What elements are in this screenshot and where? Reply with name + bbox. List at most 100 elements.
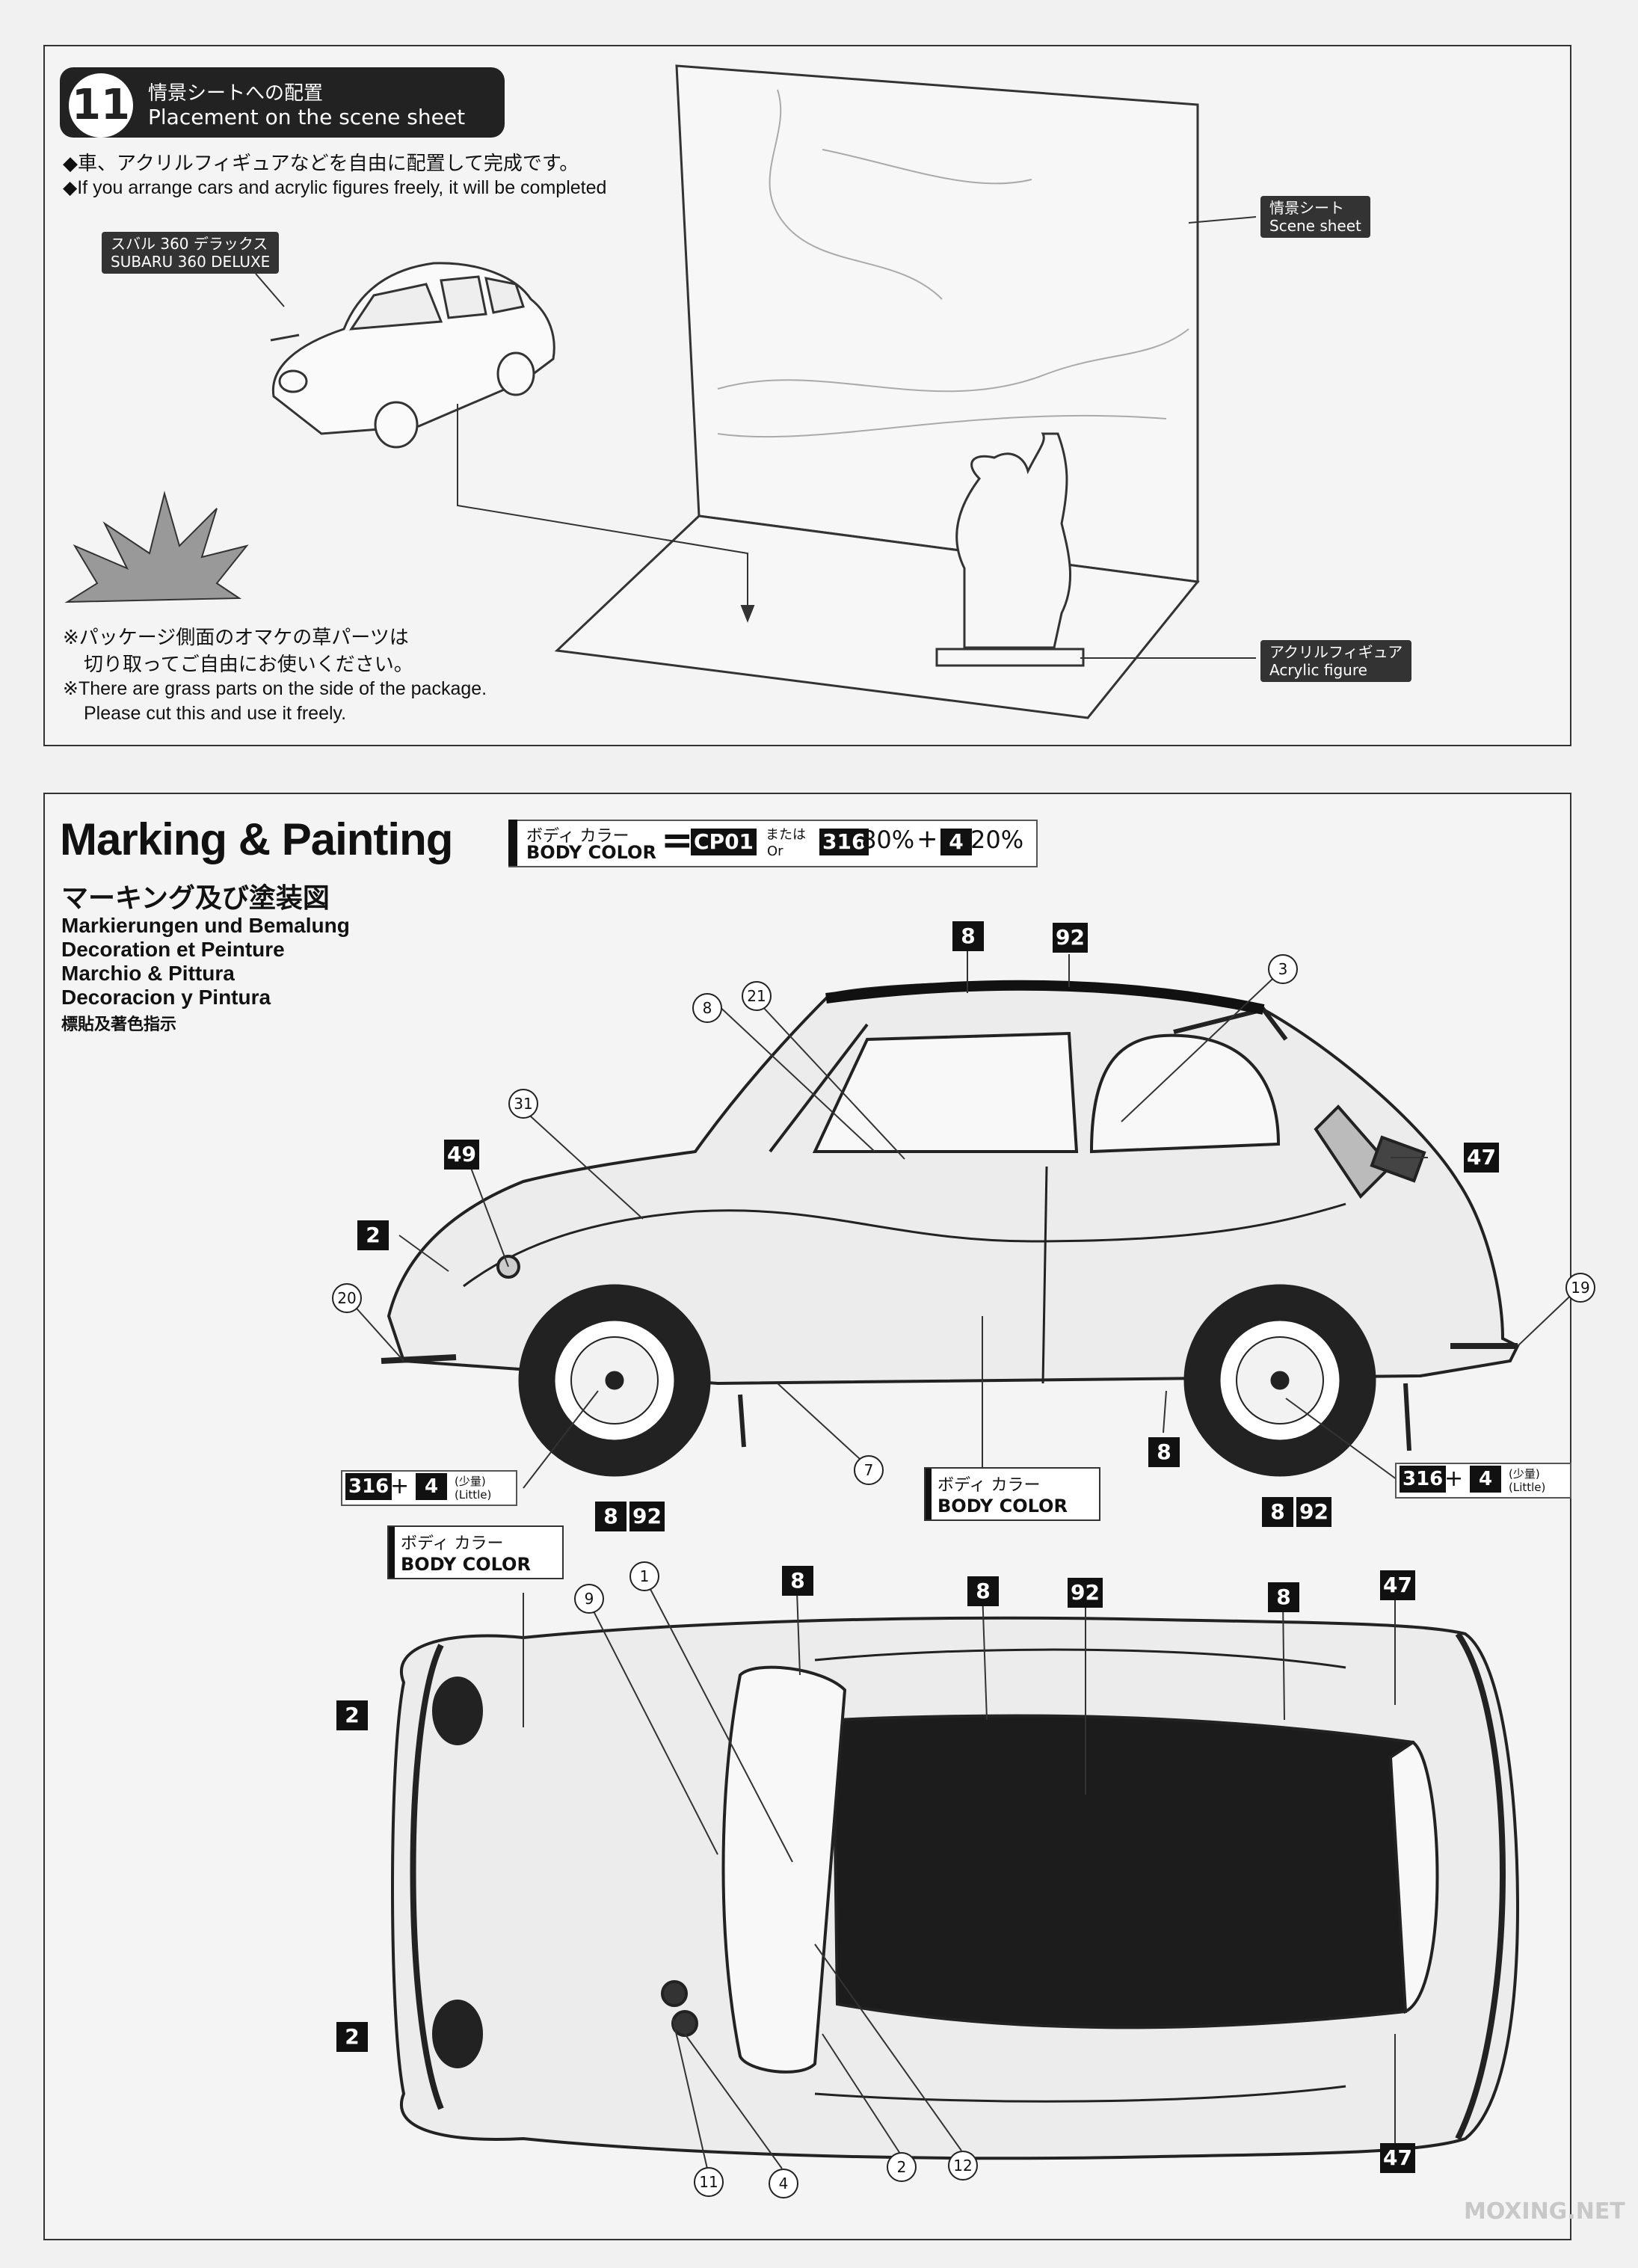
car-label-jp: スバル 360 デラックス <box>111 235 268 253</box>
callout-47-top-a: 47 <box>1380 1570 1415 1600</box>
legend-bar <box>508 820 517 866</box>
wheel-mix-rear: 316 + 4 (少量) (Little) <box>1395 1463 1571 1499</box>
car-label-en: SUBARU 360 DELUXE <box>111 253 271 271</box>
callout-19: 19 <box>1565 1273 1595 1303</box>
legend-body-color-en: BODY COLOR <box>526 842 656 863</box>
grass-note-en-2: Please cut this and use it freely. <box>84 703 347 724</box>
instruction-jp: ◆車、アクリルフィギュアなどを自由に配置して完成です。 <box>63 153 579 175</box>
wheel-rear-little-en: (Little) <box>1509 1481 1546 1494</box>
callout-leaders <box>351 951 1580 2169</box>
mini-car-illustration <box>270 262 555 449</box>
callout-92-roof: 92 <box>1053 923 1088 953</box>
acrylic-figure-en: Acrylic figure <box>1269 661 1367 679</box>
marking-title-it: Marchio & Pittura <box>61 962 235 985</box>
body-color-top-en: BODY COLOR <box>401 1554 531 1575</box>
side-rear-wheel <box>1183 1284 1376 1477</box>
callout-92-rear-wheel: 92 <box>1296 1497 1331 1527</box>
wheel-front-plus: + <box>390 1473 410 1499</box>
paint-4-pct: 20% <box>970 826 1024 854</box>
paint-316-swatch: 316 <box>819 829 869 855</box>
callout-31: 31 <box>508 1089 538 1119</box>
callout-8-sill: 8 <box>1148 1437 1180 1467</box>
callout-92-top: 92 <box>1068 1578 1103 1608</box>
wheel-front-316: 316 <box>345 1473 392 1500</box>
legend-or-en: Or <box>767 843 783 859</box>
instruction-en: ◆If you arrange cars and acrylic figures… <box>63 177 607 198</box>
grass-note-jp-2: 切り取ってご自由にお使いください。 <box>84 654 413 676</box>
top-view-car <box>391 1616 1520 2160</box>
callout-3: 3 <box>1268 954 1298 984</box>
body-color-top-jp: ボディ カラー <box>401 1534 504 1553</box>
legend-body-color-jp: ボディ カラー <box>526 827 629 846</box>
leader-lines <box>255 216 1257 659</box>
callout-8-top-c: 8 <box>1268 1582 1299 1612</box>
watermark: MOXING.NET <box>1464 2198 1625 2225</box>
marking-title-jp: マーキング及び塗装図 <box>61 883 330 914</box>
marking-title-es: Decoracion y Pintura <box>61 986 271 1009</box>
callout-11: 11 <box>694 2167 724 2197</box>
car-label: スバル 360 デラックス SUBARU 360 DELUXE <box>102 232 280 274</box>
callout-49: 49 <box>444 1140 479 1170</box>
legend-equals: = <box>661 818 694 863</box>
wheel-rear-4: 4 <box>1470 1466 1501 1493</box>
legend-plus: + <box>917 824 938 854</box>
callout-2-top-b: 2 <box>336 2022 368 2052</box>
callout-8-top-a: 8 <box>782 1566 813 1596</box>
step-title-en: Placement on the scene sheet <box>148 105 466 129</box>
side-view-car <box>381 980 1520 1451</box>
grass-note-jp-1: ※パッケージ側面のオマケの草パーツは <box>63 627 409 649</box>
step-11-illustration <box>64 64 1257 719</box>
callout-2-side: 2 <box>357 1220 389 1250</box>
callout-2-top-a: 2 <box>336 1700 368 1730</box>
body-color-label-side: ボディ カラー BODY COLOR <box>924 1467 1100 1521</box>
wheel-rear-316: 316 <box>1400 1466 1447 1493</box>
step-number: 11 <box>69 73 133 138</box>
step-title-jp: 情景シートへの配置 <box>148 82 324 105</box>
grass-note-en-1: ※There are grass parts on the side of th… <box>63 678 487 699</box>
legend-or-jp: または <box>766 827 806 843</box>
acrylic-figure-jp: アクリルフィギュア <box>1269 643 1403 661</box>
side-front-wheel <box>518 1284 711 1477</box>
cp01-swatch: CP01 <box>691 829 757 855</box>
wheel-rear-plus: + <box>1444 1466 1464 1492</box>
callout-47-top-b: 47 <box>1380 2143 1415 2173</box>
marking-title-de: Markierungen und Bemalung <box>61 914 350 937</box>
body-color-legend <box>508 820 1038 867</box>
wheel-front-little-jp: (少量) <box>455 1475 486 1488</box>
wheel-front-4: 4 <box>416 1473 447 1500</box>
paint-316-pct: 80% <box>861 826 915 854</box>
step-header <box>60 67 505 138</box>
body-color-side-en: BODY COLOR <box>937 1496 1068 1516</box>
paint-4-swatch: 4 <box>940 829 972 855</box>
callout-7: 7 <box>854 1455 884 1485</box>
callout-92-front-wheel: 92 <box>629 1502 665 1531</box>
body-color-label-top: ボディ カラー BODY COLOR <box>387 1525 564 1579</box>
grass-illustration <box>64 491 249 603</box>
body-color-side-jp: ボディ カラー <box>937 1476 1041 1495</box>
callout-8-window: 8 <box>692 993 722 1023</box>
wheel-mix-front: 316 + 4 (少量) (Little) <box>341 1470 517 1506</box>
scene-sheet-en: Scene sheet <box>1269 217 1361 235</box>
callout-2-top-c: 2 <box>887 2152 917 2182</box>
marking-title-zh: 標貼及著色指示 <box>61 1015 177 1034</box>
callout-12: 12 <box>948 2151 978 2181</box>
callout-8-rear-wheel: 8 <box>1262 1497 1293 1527</box>
callout-4: 4 <box>769 2169 798 2198</box>
scene-sheet-jp: 情景シート <box>1269 199 1344 217</box>
callout-47-side: 47 <box>1464 1143 1499 1173</box>
wheel-front-little-en: (Little) <box>455 1488 492 1502</box>
callout-8-top-b: 8 <box>967 1576 999 1606</box>
callout-21: 21 <box>742 981 772 1011</box>
callout-1: 1 <box>629 1561 659 1591</box>
acrylic-figure-label: アクリルフィギュア Acrylic figure <box>1260 640 1412 682</box>
callout-9: 9 <box>574 1584 604 1614</box>
callout-8-roof: 8 <box>952 921 984 951</box>
marking-title-fr: Decoration et Peinture <box>61 938 285 961</box>
callout-8-front-wheel: 8 <box>595 1502 626 1531</box>
acrylic-figure-illustration <box>935 432 1085 667</box>
marking-title: Marking & Painting <box>60 814 453 864</box>
scene-sheet-label: 情景シート Scene sheet <box>1260 196 1370 238</box>
wheel-rear-little-jp: (少量) <box>1509 1467 1540 1481</box>
callout-20: 20 <box>332 1283 362 1313</box>
